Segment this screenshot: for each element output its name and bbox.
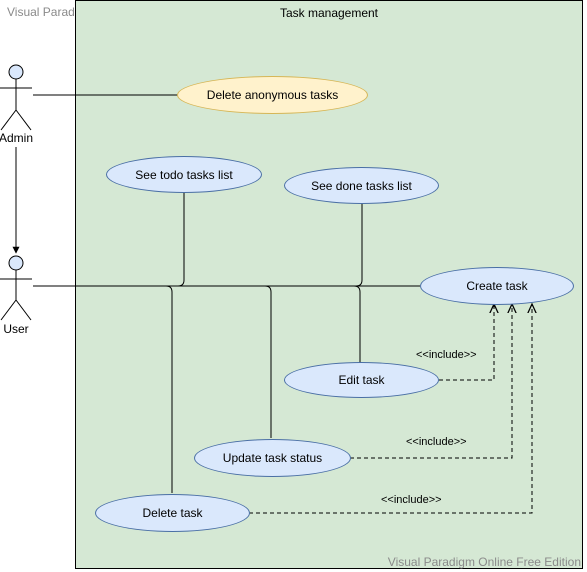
usecase-label: See todo tasks list xyxy=(135,167,233,182)
usecase-label: See done tasks list xyxy=(311,178,412,193)
user-actor-icon xyxy=(0,255,32,321)
watermark-bottom: Visual Paradigm Online Free Edition xyxy=(387,555,581,569)
include-delete-create xyxy=(249,304,532,514)
usecase-delete-anonymous-tasks[interactable]: Delete anonymous tasks xyxy=(177,76,368,114)
admin-actor-icon xyxy=(0,64,32,131)
assoc-user-delete-task xyxy=(165,285,173,493)
usecase-label: Delete anonymous tasks xyxy=(206,88,339,102)
system-title: Task management xyxy=(279,6,379,20)
assoc-user-see-todo xyxy=(177,192,185,287)
usecase-label: Delete task xyxy=(142,506,203,520)
assoc-user-see-done xyxy=(355,203,363,287)
usecase-edit-task[interactable]: Edit task xyxy=(284,362,439,398)
include-label-update: <<include>> xyxy=(406,436,467,448)
include-edit-create xyxy=(439,304,494,381)
usecase-see-todo-tasks-list[interactable]: See todo tasks list xyxy=(106,156,262,193)
usecase-label: Update task status xyxy=(222,451,323,465)
include-update-create xyxy=(350,304,512,459)
include-label-delete: <<include>> xyxy=(381,494,442,506)
usecase-see-done-tasks-list[interactable]: See done tasks list xyxy=(284,167,439,204)
usecase-label: Edit task xyxy=(338,373,385,387)
assoc-user-edit-task xyxy=(353,285,361,363)
assoc-user-update-status xyxy=(264,285,272,438)
admin-actor-label: Admin xyxy=(0,131,33,145)
usecase-label: Create task xyxy=(466,279,528,293)
usecase-delete-task[interactable]: Delete task xyxy=(95,494,250,532)
usecase-create-task[interactable]: Create task xyxy=(420,267,574,305)
include-label-edit: <<include>> xyxy=(416,349,477,361)
user-actor-label: User xyxy=(3,322,29,336)
usecase-update-task-status[interactable]: Update task status xyxy=(194,439,351,477)
